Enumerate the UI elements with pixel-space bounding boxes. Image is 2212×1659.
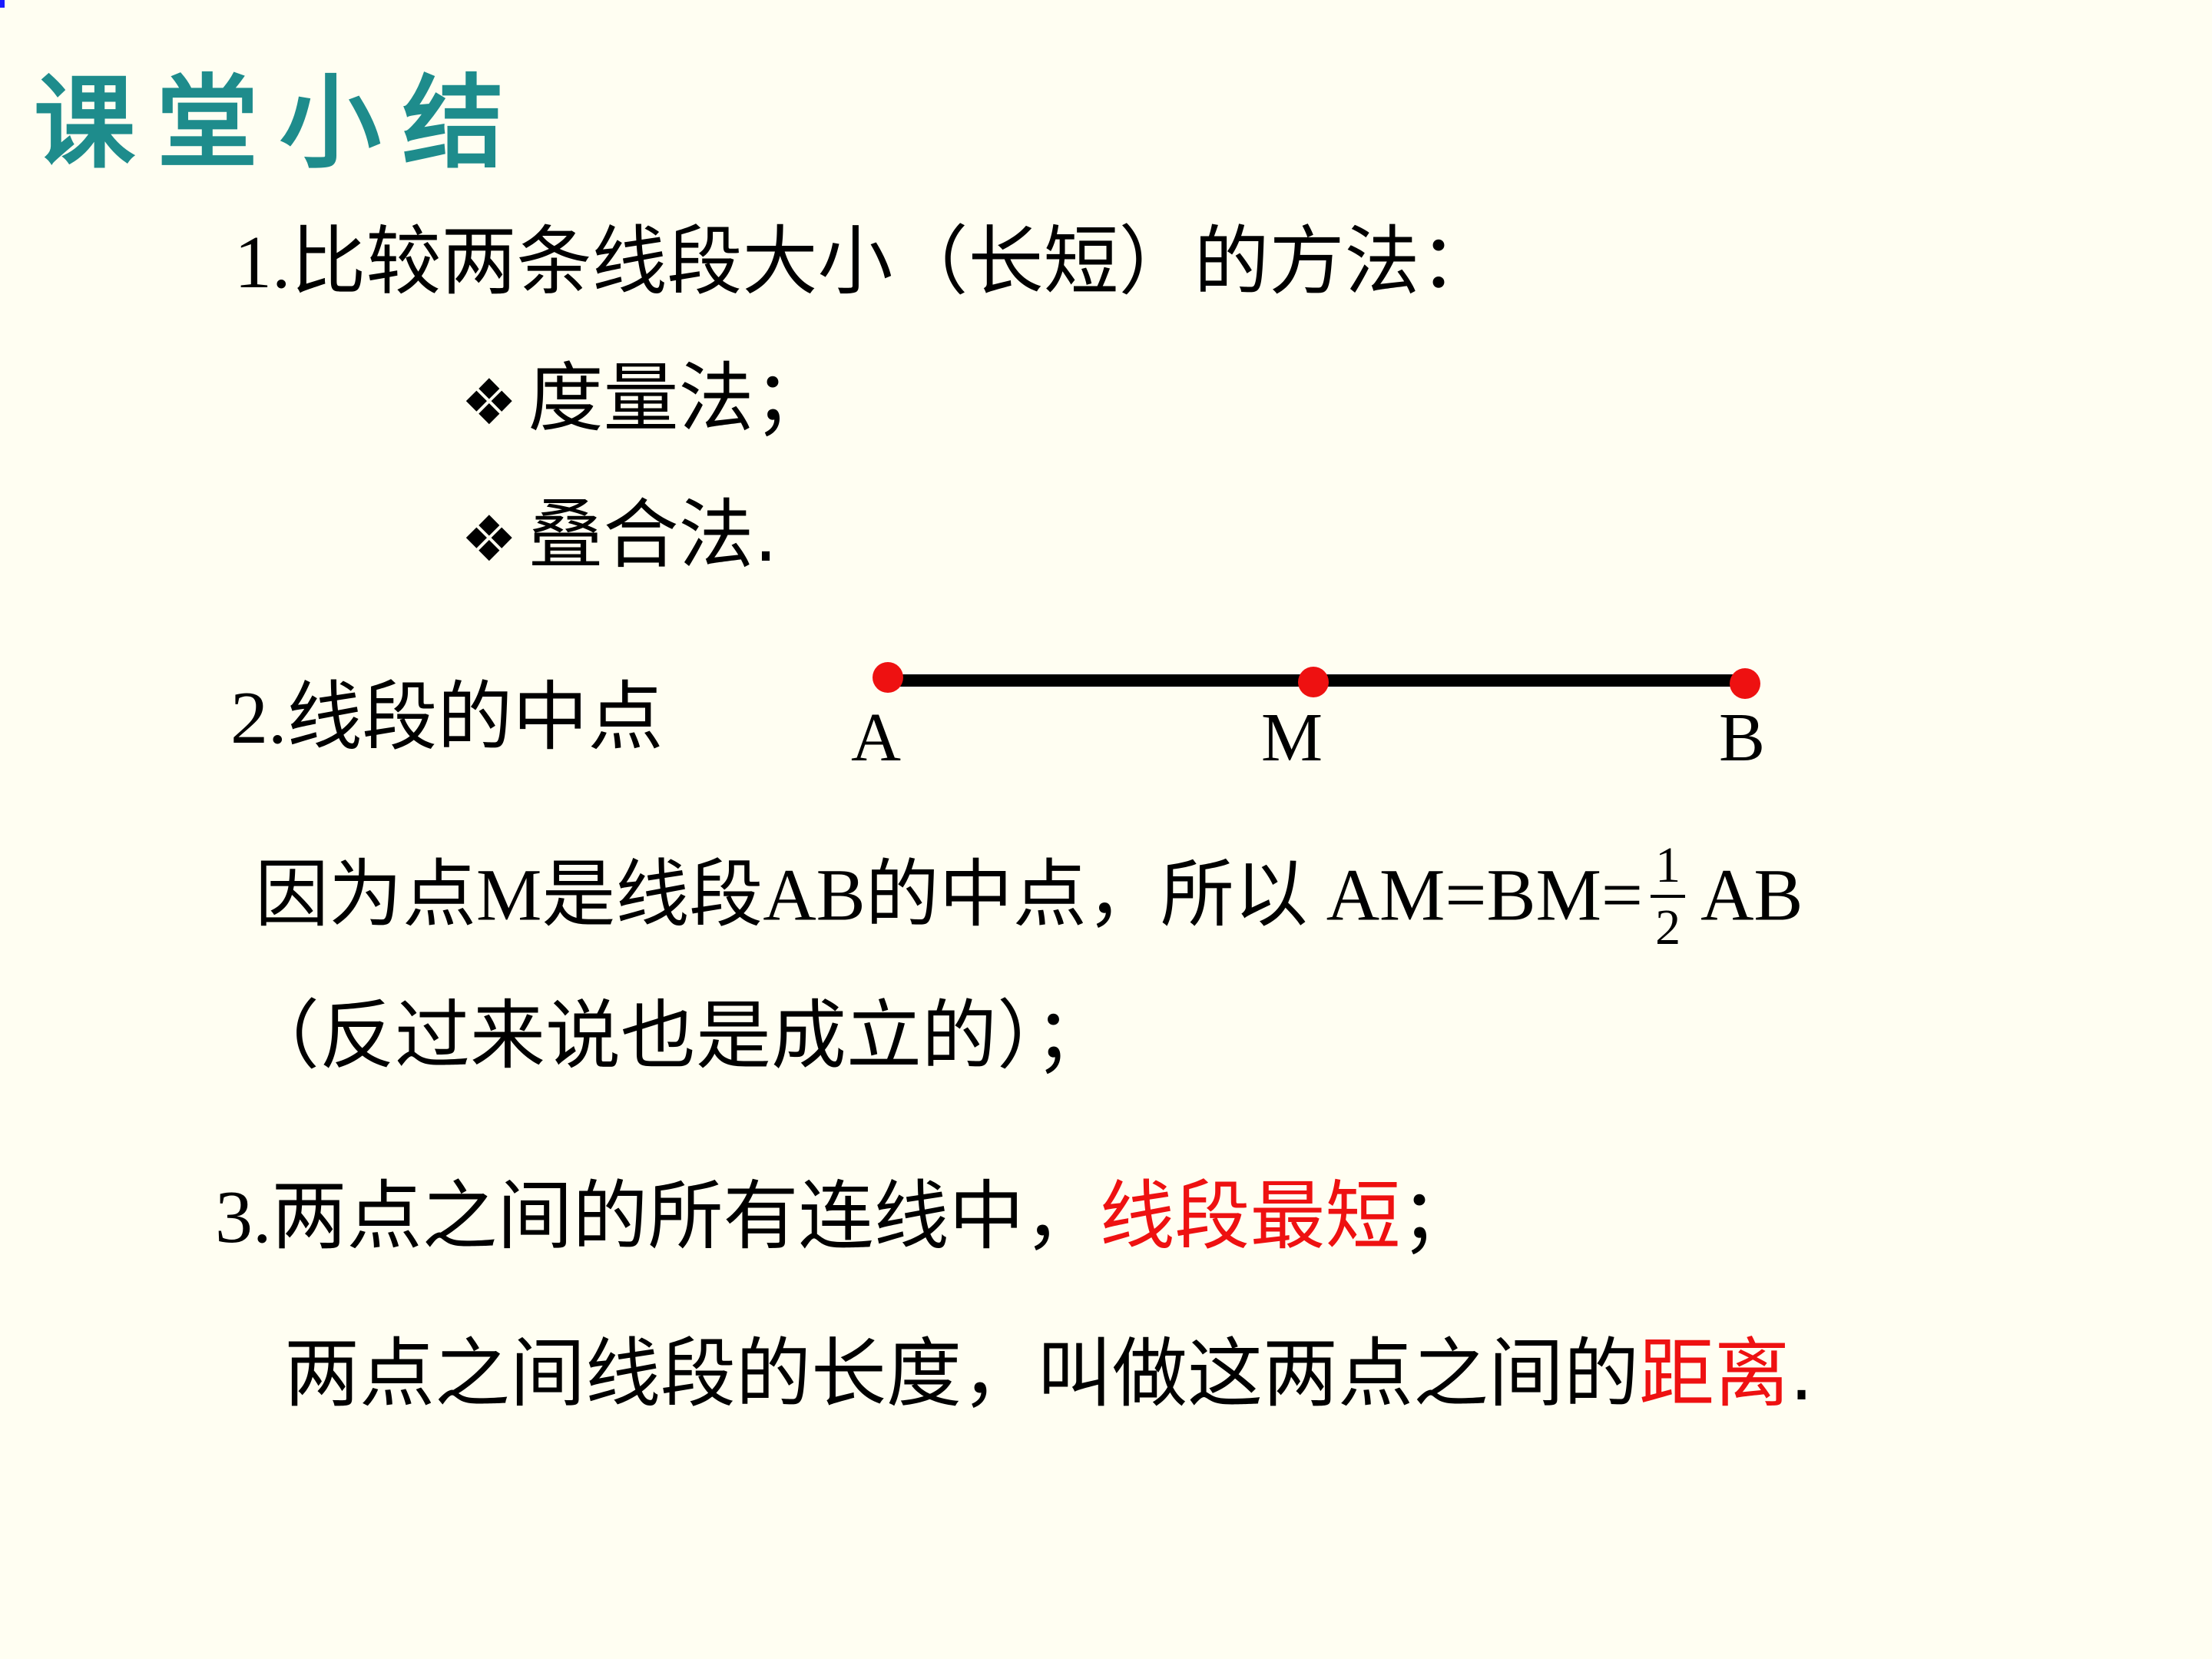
- page-title: 课堂小结: [34, 65, 525, 183]
- method-overlap-text: 叠合法.: [528, 492, 778, 579]
- fraction-numerator: 1: [1651, 839, 1686, 899]
- midpoint-statement-text: 因为点M是线段AB的中点，所以 AM=BM=: [255, 853, 1644, 936]
- item3-text: 两点之间的所有连线中，: [271, 1173, 1100, 1260]
- diamond-bullet-icon: ❖: [461, 503, 518, 576]
- point-b: [1730, 668, 1760, 699]
- item1-line: 1.比较两条线段大小（长短）的方法：: [234, 224, 1495, 300]
- item1-number: 1.: [234, 221, 291, 304]
- method-measure-text: 度量法；: [528, 355, 830, 442]
- diamond-bullet-icon: ❖: [461, 366, 518, 439]
- distance-definition-end: .: [1790, 1330, 1814, 1418]
- item2-number: 2.: [230, 677, 287, 760]
- segment-diagram: A M B: [851, 662, 1765, 776]
- fraction-denominator: 2: [1655, 899, 1681, 956]
- point-m: [1298, 667, 1329, 697]
- shortest-segment-highlight: 线段最短: [1099, 1173, 1401, 1260]
- item2-line: 2.线段的中点: [230, 680, 664, 756]
- distance-definition: 两点之间线段的长度，叫做这两点之间的距离.: [284, 1336, 1813, 1412]
- midpoint-statement-ab: AB: [1700, 853, 1803, 936]
- item3-line: 3.两点之间的所有连线中，线段最短；: [215, 1179, 1476, 1255]
- item1-text: 比较两条线段大小（长短）的方法：: [290, 218, 1495, 306]
- point-a: [873, 662, 903, 693]
- method-measure: ❖度量法；: [461, 361, 830, 436]
- method-overlap: ❖叠合法.: [461, 498, 778, 573]
- item2-text: 线段的中点: [286, 674, 664, 761]
- label-m: M: [1261, 700, 1323, 776]
- distance-definition-text: 两点之间线段的长度，叫做这两点之间的: [284, 1330, 1640, 1418]
- item3-end: ；: [1400, 1173, 1476, 1260]
- distance-highlight: 距离: [1639, 1330, 1790, 1418]
- corner-mark: [0, 0, 5, 8]
- label-a: A: [851, 700, 901, 776]
- converse-note: （反过来说也是成立的）；: [244, 992, 1111, 1080]
- label-b: B: [1719, 700, 1765, 776]
- item3-number: 3.: [215, 1176, 272, 1259]
